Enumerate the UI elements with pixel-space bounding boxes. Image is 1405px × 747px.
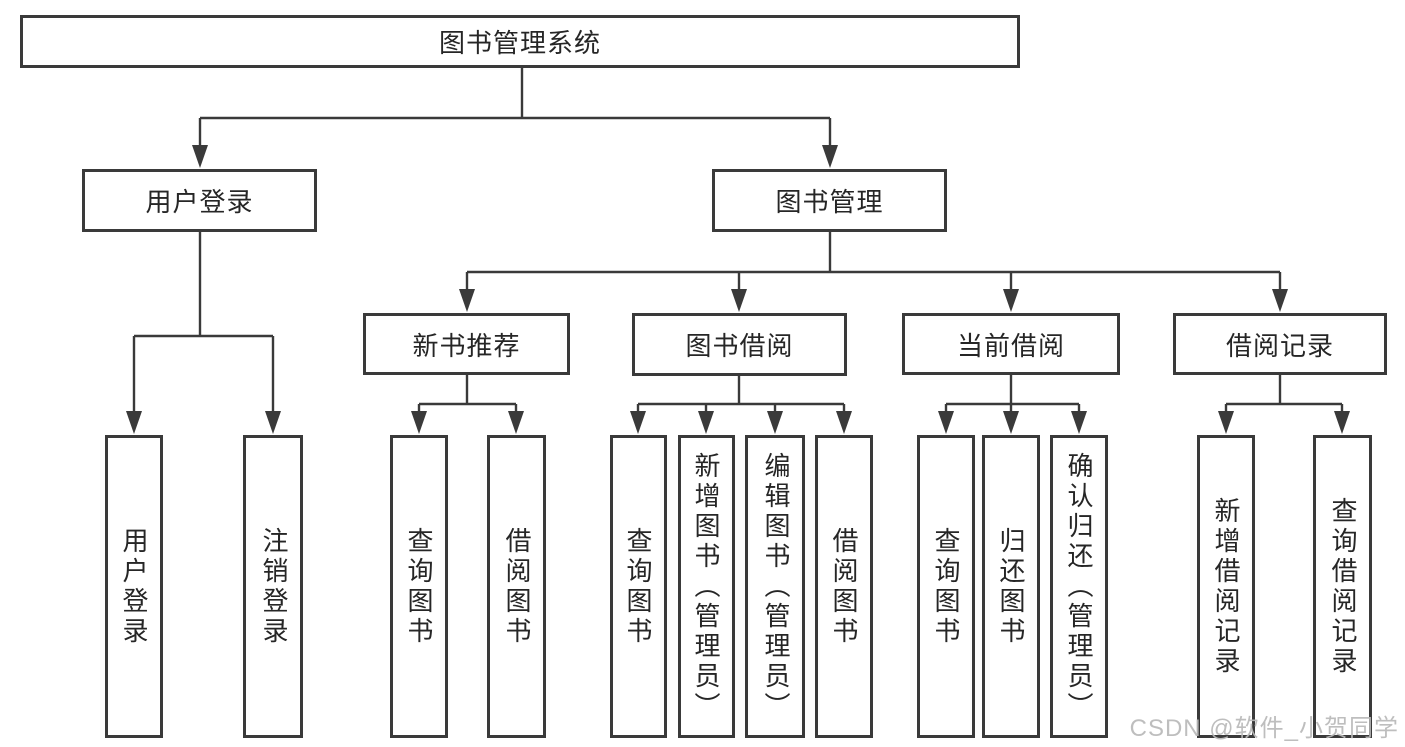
node-book-management: 图书管理 xyxy=(712,169,947,232)
leaf-query-books-borrow: 查询图书 xyxy=(610,435,667,738)
leaf-logout: 注销登录 xyxy=(243,435,303,738)
leaf-add-borrow-record: 新增借阅记录 xyxy=(1197,435,1255,738)
node-library-management-system: 图书管理系统 xyxy=(20,15,1020,68)
leaf-query-books-recommend: 查询图书 xyxy=(390,435,448,738)
csdn-watermark: CSDN @软件_小贺同学 xyxy=(1129,715,1399,742)
leaf-add-books-admin: 新增图书（管理员） xyxy=(678,435,735,738)
leaf-borrow-books: 借阅图书 xyxy=(815,435,873,738)
node-book-borrowing: 图书借阅 xyxy=(632,313,847,376)
node-current-borrowing: 当前借阅 xyxy=(902,313,1120,375)
leaf-borrow-books-recommend: 借阅图书 xyxy=(487,435,546,738)
leaf-edit-books-admin: 编辑图书（管理员） xyxy=(745,435,805,738)
arrowheads xyxy=(126,145,1350,434)
node-new-book-recommend: 新书推荐 xyxy=(363,313,570,375)
leaf-return-books: 归还图书 xyxy=(982,435,1040,738)
node-user-login: 用户登录 xyxy=(82,169,317,232)
leaf-query-books-current: 查询图书 xyxy=(917,435,975,738)
leaf-query-borrow-record: 查询借阅记录 xyxy=(1313,435,1372,738)
leaf-confirm-return-admin: 确认归还（管理员） xyxy=(1050,435,1108,738)
node-borrowing-records: 借阅记录 xyxy=(1173,313,1387,375)
leaf-user-login: 用户登录 xyxy=(105,435,163,738)
